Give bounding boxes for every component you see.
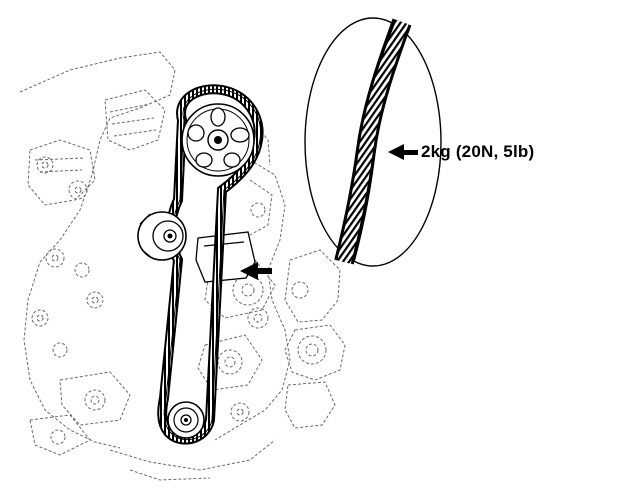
belt-detail-magnifier [304, 17, 442, 267]
idler-pulley [137, 211, 187, 261]
timing-belt [157, 84, 264, 445]
crankshaft-sprocket [167, 401, 205, 439]
pointer-arrow [240, 262, 272, 280]
pointer-arrow-detail [388, 144, 418, 160]
engine-block-sketch [19, 51, 346, 481]
belt-tensioner-bracket [195, 231, 256, 283]
belt-tension-label: 2kg (20N, 5lb) [421, 142, 535, 161]
camshaft-sprocket [181, 103, 255, 177]
